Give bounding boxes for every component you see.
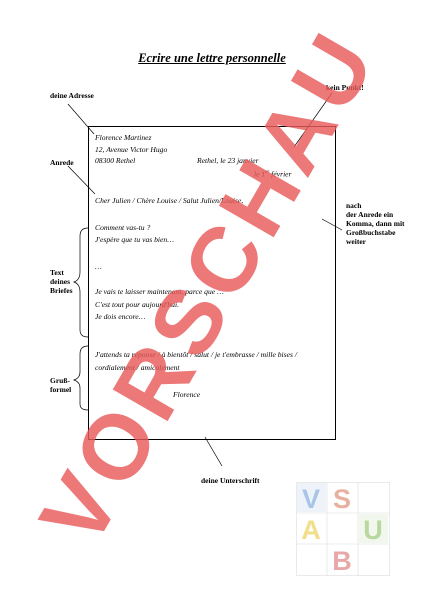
label-nach-anrede: nach der Anrede ein Komma, dann mit Groß… <box>346 201 405 246</box>
salutation: Cher Julien / Chère Louise / Salut Julie… <box>95 196 244 205</box>
label-deine-adresse: deine Adresse <box>50 91 94 100</box>
label-anrede: Anrede <box>50 158 74 167</box>
sender-name: Florence Martinez <box>95 133 152 142</box>
closing-line-2: cordialement / amicalement <box>95 363 180 372</box>
pointer-unterschrift <box>204 436 223 467</box>
body-line-4: Je vais te laisser maintenant, parce que… <box>95 287 224 296</box>
label-unterschrift: deine Unterschrift <box>201 476 260 485</box>
svg-text:S: S <box>333 484 351 514</box>
place-date: Rethel, le 23 janvier <box>197 156 259 165</box>
page-title: Ecrire une lettre personnelle <box>138 51 286 65</box>
signature: Florence <box>173 390 201 399</box>
sender-street: 12, Avenue Victor Hugo <box>95 145 168 154</box>
brace-text <box>72 227 89 338</box>
letter-frame <box>88 126 336 440</box>
pointer-komma <box>321 218 343 231</box>
svg-text:B: B <box>332 546 352 576</box>
body-line-5: C'est tout pour aujourd'hui. <box>95 300 179 309</box>
pointer-kein-punkt <box>293 92 333 148</box>
brace-gruss <box>72 345 89 411</box>
body-line-2: J'espère que tu vas bien… <box>95 235 174 244</box>
vsaub-logo: V S A U B <box>296 482 390 576</box>
pointer-adresse <box>67 103 95 135</box>
body-line-6: Je dois encore… <box>95 312 146 321</box>
svg-text:V: V <box>302 484 320 514</box>
body-line-1: Comment vas-tu ? <box>95 223 151 232</box>
svg-text:U: U <box>363 515 383 545</box>
pointer-anrede <box>67 165 96 195</box>
label-grussformel: Gruß- formel <box>50 376 72 394</box>
svg-text:A: A <box>301 515 321 545</box>
closing-line-1: J'attends ta réponse / à bientôt / salut… <box>95 350 297 359</box>
date-alternative: le 1er février <box>254 169 292 179</box>
sender-city: 08300 Rethel <box>95 156 136 165</box>
label-text-briefes: Text deines Briefes <box>50 268 73 295</box>
label-kein-punkt: kein Punkt! <box>326 83 364 92</box>
body-line-3: … <box>95 262 102 271</box>
